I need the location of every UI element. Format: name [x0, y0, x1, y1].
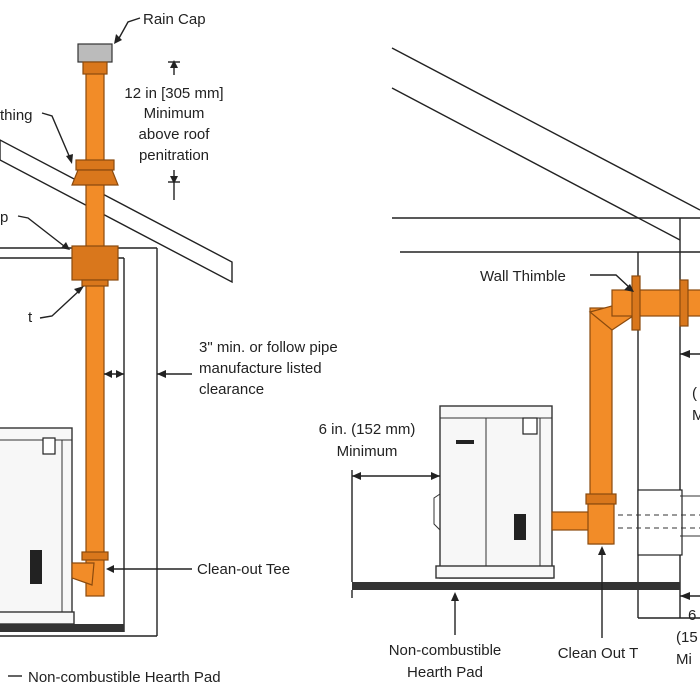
left-hearth-pad [0, 624, 124, 632]
right-edge-label-1b: M [692, 407, 700, 424]
left-firestop-label: p [0, 209, 8, 226]
left-clearance-top-line-3: above roof [139, 126, 211, 143]
left-roof-clearance-dimension [168, 60, 180, 200]
right-stove-control-icon [522, 417, 538, 435]
right-wall-thimble-label: Wall Thimble [480, 268, 566, 285]
left-stove [0, 427, 75, 625]
right-leader-lines [451, 274, 634, 638]
right-clean-out-tee-icon [587, 503, 615, 545]
left-vent-pipe [71, 43, 119, 597]
left-rain-cap-icon [77, 43, 113, 63]
left-wall-clearance-dimension [104, 370, 192, 378]
left-flashing-icon [75, 159, 115, 171]
left-roof [0, 139, 233, 284]
left-clearance-top-line-1: 12 in [305 mm] [124, 85, 223, 102]
right-stove-grate-icon [514, 514, 526, 540]
right-hearth-pad-line-2: Hearth Pad [407, 664, 483, 681]
right-hearth-pad [352, 582, 680, 590]
left-clearance-top-line-2: Minimum [144, 105, 205, 122]
right-roof [391, 47, 700, 241]
left-firestop-icon [71, 245, 119, 281]
left-rain-cap-label: Rain Cap [143, 11, 206, 28]
right-edge-label-2a: 6 [688, 607, 696, 624]
left-clearance-wall-line-2: manufacture listed [199, 360, 322, 377]
right-stove-indicator-icon [456, 440, 474, 444]
left-installation: Rain Cap thing p t 12 in [305 mm] Minimu… [0, 11, 338, 686]
left-support-label: t [28, 309, 33, 326]
right-installation: Wall Thimble 6 in. (152 mm) Minimum Non-… [319, 47, 700, 681]
right-clean-out-label: Clean Out T [558, 645, 639, 662]
right-stove [433, 405, 555, 579]
right-building-wall [392, 217, 700, 619]
left-hearth-pad-label: Non-combustible Hearth Pad [28, 669, 221, 686]
right-hearth-pad-line-1: Non-combustible [389, 642, 502, 659]
left-stove-control-icon [42, 437, 56, 455]
right-edge-label-2c: Mi [676, 651, 692, 668]
left-leader-lines [8, 17, 192, 677]
right-edge-label-1a: ( [692, 385, 697, 402]
left-clearance-wall-line-1: 3" min. or follow pipe [199, 339, 338, 356]
left-flashing-label: thing [0, 107, 33, 124]
right-vent-pipe [551, 275, 700, 545]
left-clearance-top-line-4: penitration [139, 147, 209, 164]
right-wall-thimble-icon [631, 275, 641, 331]
right-rear-clearance-line-2: Minimum [337, 443, 398, 460]
left-clean-out-label: Clean-out Tee [197, 561, 290, 578]
right-edge-clearance-dimension [680, 350, 700, 600]
right-rear-clearance-line-1: 6 in. (152 mm) [319, 421, 416, 438]
left-clearance-wall-line-3: clearance [199, 381, 264, 398]
left-clean-out-tee-icon [81, 551, 109, 561]
left-stove-grate-icon [30, 550, 42, 584]
right-rear-clearance-dimension [351, 470, 440, 582]
right-edge-label-2b: (15 [676, 629, 698, 646]
